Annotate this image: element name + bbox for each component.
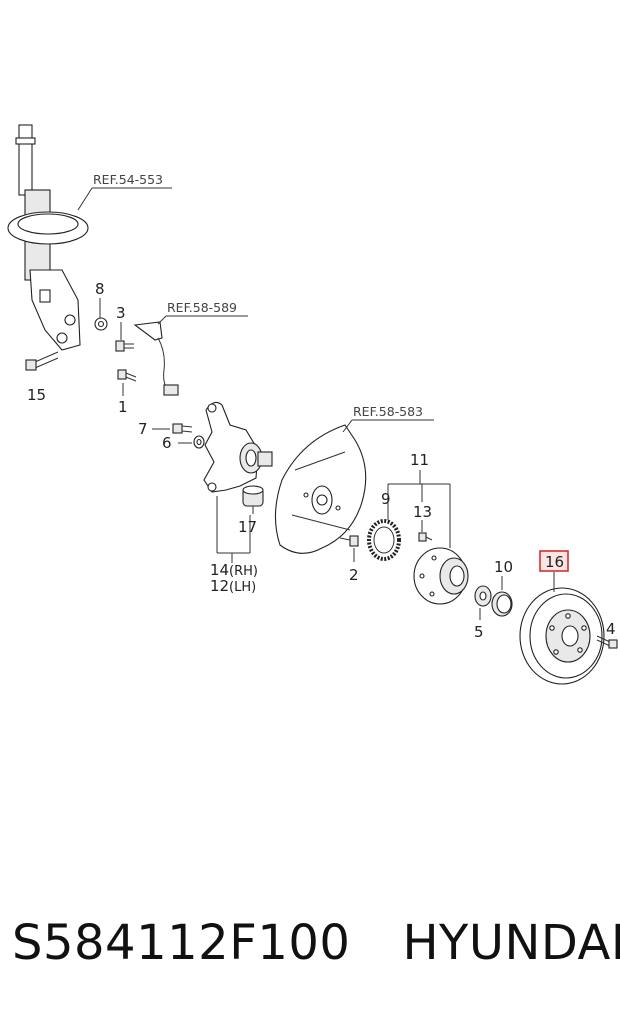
callout-15: 15 [27, 386, 46, 404]
callout-1: 1 [118, 398, 128, 416]
washer-6 [178, 435, 205, 449]
bushing-17 [242, 485, 264, 514]
disc-screw-4 [596, 635, 618, 649]
callout-17: 17 [238, 518, 257, 536]
reference-label-shield: REF.58-583 [353, 404, 423, 419]
reference-label-strut: REF.54-553 [93, 172, 163, 187]
wheel-hub-11 [413, 547, 469, 605]
callout-9: 9 [381, 490, 391, 508]
callout-10: 10 [494, 558, 513, 576]
hub-nut-5 [474, 585, 492, 620]
bolt-3 [115, 322, 134, 352]
wheel-speed-sensor [133, 321, 179, 396]
callout-12: 12 [210, 577, 229, 595]
dust-cap-10 [491, 576, 513, 617]
brand-name: HYUNDAI [402, 915, 620, 971]
dust-shield [274, 424, 367, 554]
strut-assembly [7, 124, 89, 351]
tone-ring-9 [367, 496, 401, 561]
callout-4: 4 [606, 620, 616, 638]
callout-14: 14 [210, 561, 229, 579]
callout-13: 13 [413, 503, 432, 521]
hub-bolt-13 [418, 520, 433, 542]
callout-12-side: (LH) [229, 580, 256, 595]
callout-5: 5 [474, 623, 484, 641]
callout-16: 16 [545, 553, 564, 571]
part-number: S584112F100 [12, 915, 351, 971]
reference-label-sensor: REF.58-589 [167, 300, 237, 315]
callout-3: 3 [116, 304, 126, 322]
callout-bracket-knuckle [216, 496, 251, 563]
brake-disc-16 [519, 572, 605, 685]
highlighted-part-box [539, 550, 569, 572]
callout-7: 7 [138, 420, 148, 438]
bolt-2 [339, 535, 359, 562]
bolt-1 [117, 369, 137, 396]
nut-8 [94, 298, 108, 331]
steering-knuckle [203, 401, 273, 493]
callout-8: 8 [95, 280, 105, 298]
callout-bracket-hub [387, 470, 451, 548]
reference-leaders [77, 187, 434, 433]
bolt-15 [25, 351, 59, 371]
callout-2: 2 [349, 566, 359, 584]
callout-14-side: (RH) [229, 564, 258, 579]
part-caption: S584112F100 HYUNDAI [12, 908, 620, 978]
callout-11: 11 [410, 451, 429, 469]
bolt-7 [152, 423, 193, 434]
callout-6: 6 [162, 434, 172, 452]
